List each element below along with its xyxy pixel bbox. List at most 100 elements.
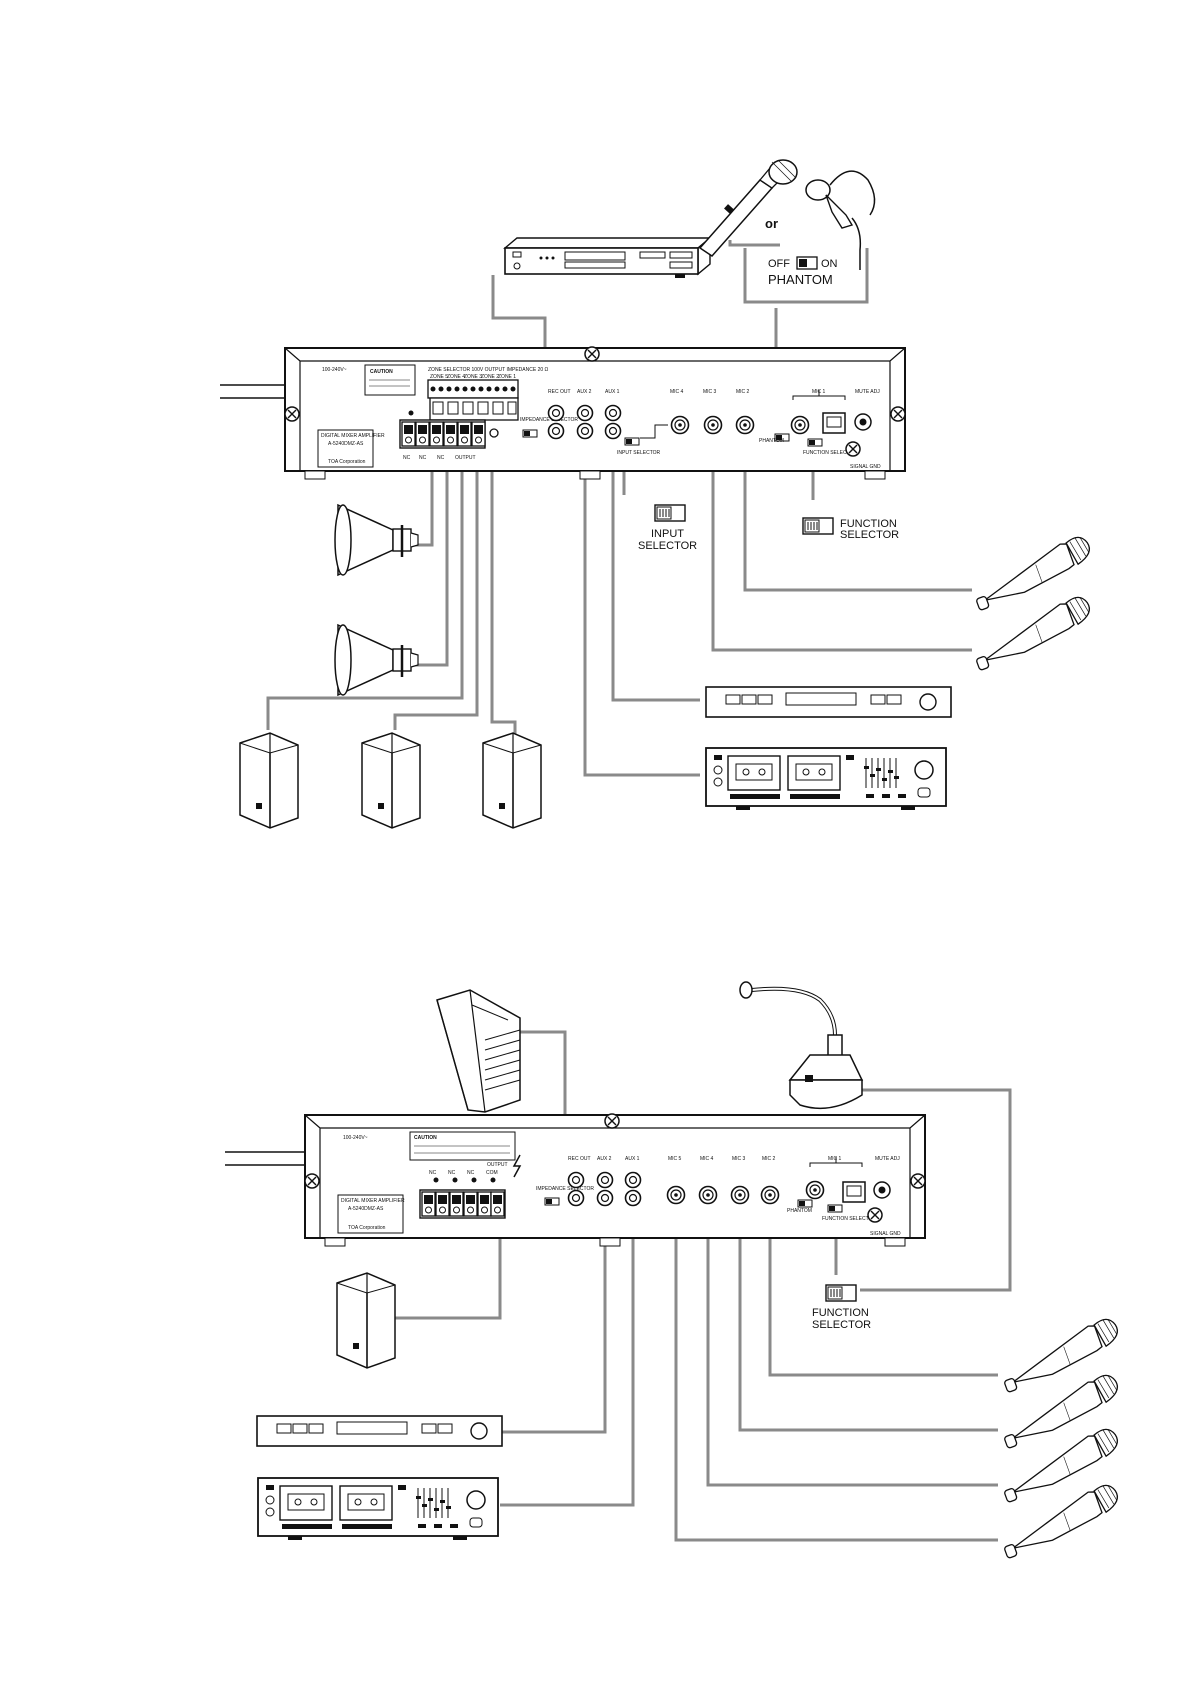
nameplate-maker: TOA Corporation <box>348 1225 386 1231</box>
nameplate-title: DIGITAL MIXER AMPLIFIER <box>341 1198 405 1204</box>
mic4-jack[interactable] <box>698 1185 718 1205</box>
function-selector-switch[interactable] <box>807 438 823 447</box>
aux2-jack-r[interactable] <box>576 422 594 440</box>
aux2-jack-l[interactable] <box>596 1171 614 1189</box>
function-selector-switch[interactable] <box>827 1204 843 1213</box>
phantom-switch-illustration: OFF ON PHANTOM <box>768 256 838 287</box>
rec-out-label: REC OUT <box>568 1156 591 1162</box>
tuner <box>705 686 952 718</box>
wall-speaker-1 <box>239 732 299 829</box>
wall-speaker-3 <box>482 732 542 829</box>
phantom-label: PHANTOM <box>787 1208 812 1214</box>
top-chassis-screw <box>890 406 906 422</box>
mic3-jack[interactable] <box>703 415 723 435</box>
cassette-deck <box>705 747 947 811</box>
zone-5-label: ZONE 5 <box>430 374 448 380</box>
phantom-on-label: ON <box>821 258 838 270</box>
signal-gnd-label: SIGNAL GND <box>870 1231 901 1237</box>
term-nc-2: NC <box>448 1170 456 1176</box>
mic1-label: MIC 1 <box>828 1156 842 1162</box>
function-selector-caption-1: FUNCTION <box>812 1307 869 1319</box>
mic3-label: MIC 3 <box>703 389 717 395</box>
output-label: OUTPUT <box>487 1162 508 1168</box>
impedance-selector-switch[interactable] <box>544 1197 560 1206</box>
zone-3-label: ZONE 3 <box>464 374 482 380</box>
zone-labels: ZONE 5 ZONE 4 ZONE 3 ZONE 2 ZONE 1 <box>430 374 516 380</box>
signal-gnd-screw <box>845 441 861 457</box>
horn-speaker-2 <box>333 623 420 697</box>
cd-player <box>504 237 711 279</box>
handheld-wired-mic <box>698 159 798 257</box>
rec-out-jack-l[interactable] <box>547 404 565 422</box>
caution-label: CAUTION <box>370 369 393 375</box>
horn-speaker-1 <box>333 503 420 577</box>
phantom-switch[interactable] <box>797 1199 813 1208</box>
aux2-jack-l[interactable] <box>576 404 594 422</box>
mic2-jack[interactable] <box>760 1185 780 1205</box>
rec-out-jack-l[interactable] <box>567 1171 585 1189</box>
top-chassis-screw <box>284 406 300 422</box>
aux1-jack-l[interactable] <box>604 404 622 422</box>
rec-out-jack-r[interactable] <box>547 422 565 440</box>
bottom-chassis-screw <box>304 1173 320 1189</box>
mic2-jack[interactable] <box>735 415 755 435</box>
aux1-jack-r[interactable] <box>624 1189 642 1207</box>
bottom-chassis-screw <box>910 1173 926 1189</box>
aux2-jack-r[interactable] <box>596 1189 614 1207</box>
function-selector-label: FUNCTION SELECTOR <box>822 1216 876 1222</box>
function-selector-caption-2: SELECTOR <box>840 529 899 541</box>
impedance-selector-label: IMPEDANCE SELECTOR <box>536 1186 594 1192</box>
signal-gnd-screw <box>867 1207 883 1223</box>
aux1-jack-l[interactable] <box>624 1171 642 1189</box>
nameplate-title: DIGITAL MIXER AMPLIFIER <box>321 433 385 439</box>
rec-out-jack-r[interactable] <box>567 1189 585 1207</box>
function-selector-label: FUNCTION SELECTOR <box>803 450 857 456</box>
mic1-xlr-jack[interactable] <box>805 1180 825 1200</box>
input-selector-label: INPUT SELECTOR <box>617 450 661 456</box>
nameplate-model: A-5240DMZ-AS <box>348 1206 384 1212</box>
top-amplifier: 100-240V~ CAUTION DIGITAL MIXER AMPLIFIE… <box>284 346 906 480</box>
mic3-jack[interactable] <box>730 1185 750 1205</box>
term-nc-3: NC <box>467 1170 475 1176</box>
input-selector-caption-2: SELECTOR <box>638 540 697 552</box>
bottom-output-terminals[interactable] <box>419 1189 506 1219</box>
term-output: OUTPUT <box>455 455 476 461</box>
impedance-selector-label: IMPEDANCE SELECTOR <box>520 417 578 423</box>
term-nc-1: NC <box>429 1170 437 1176</box>
term-com: COM <box>486 1170 498 1176</box>
function-selector-illustration <box>802 517 834 535</box>
phantom-callout <box>743 248 869 304</box>
aux1-label: AUX 1 <box>605 389 620 395</box>
mic4-label: MIC 4 <box>700 1156 714 1162</box>
zone-header: ZONE SELECTOR 100V OUTPUT IMPEDANCE 20 Ω <box>428 367 549 373</box>
bottom-chassis-screw <box>604 1113 620 1129</box>
mic1-xlr-jack[interactable] <box>790 415 810 435</box>
input-selector-illustration <box>654 504 686 522</box>
monitor-speaker <box>436 989 521 1113</box>
zone-terminals <box>432 401 517 415</box>
impedance-selector-switch[interactable] <box>522 429 538 438</box>
mic4-jack[interactable] <box>670 415 690 435</box>
zone-4-label: ZONE 4 <box>447 374 465 380</box>
caution-label: CAUTION <box>414 1135 437 1141</box>
mic3-label: MIC 3 <box>732 1156 746 1162</box>
function-selector-illustration <box>825 1284 857 1302</box>
wall-speaker-2 <box>361 732 421 829</box>
mic2-label: MIC 2 <box>762 1156 776 1162</box>
top-cables <box>266 240 972 777</box>
aux1-jack-r[interactable] <box>604 422 622 440</box>
mic5-label: MIC 5 <box>668 1156 682 1162</box>
zone-1-label: ZONE 1 <box>498 374 516 380</box>
aux2-label: AUX 2 <box>597 1156 612 1162</box>
term-nc-2: NC <box>419 455 427 461</box>
or-text: or <box>765 216 778 231</box>
nameplate-model: A-5240DMZ-AS <box>328 441 364 447</box>
top-output-terminals[interactable] <box>399 419 486 449</box>
lapel-mic <box>805 170 876 270</box>
mic5-jack[interactable] <box>666 1185 686 1205</box>
input-selector-switch[interactable] <box>624 437 640 446</box>
function-selector-caption-1: FUNCTION <box>840 518 897 530</box>
power-label: 100-240V~ <box>322 367 347 373</box>
power-label: 100-240V~ <box>343 1135 368 1141</box>
